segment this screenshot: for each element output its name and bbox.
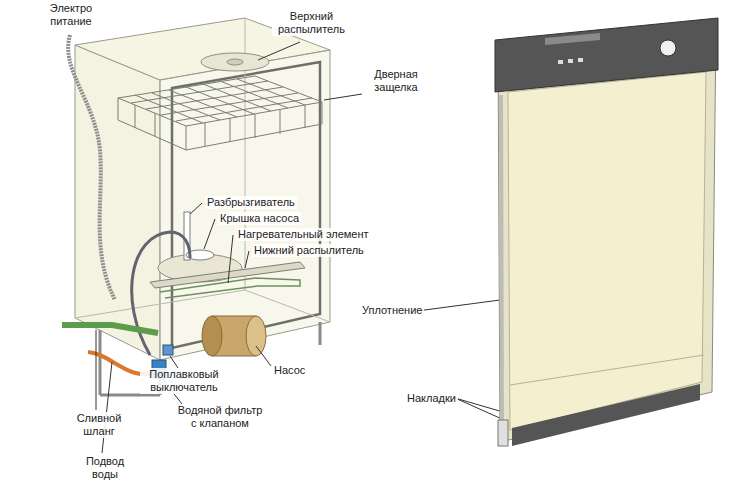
part-label: Подвод воды — [76, 455, 134, 481]
drain-hose — [62, 325, 158, 333]
control-button — [568, 59, 573, 63]
kick-plate — [512, 384, 700, 446]
door-handle — [545, 33, 600, 45]
power-cord — [68, 35, 115, 300]
control-button — [578, 58, 583, 62]
part-label: Верхний распылитель — [272, 10, 351, 36]
dish-basket — [118, 76, 322, 150]
cabinet-side — [75, 45, 160, 360]
control-button — [558, 60, 563, 64]
door-frame — [172, 62, 320, 348]
door-seal — [501, 95, 502, 430]
part-label: Насос — [272, 364, 307, 377]
part-label: Дверная защелка — [364, 68, 428, 94]
float-switch — [163, 345, 173, 355]
part-label: Нагревательный элемент — [236, 228, 371, 241]
control-panel — [495, 18, 718, 92]
part-label: Электро питание — [44, 2, 98, 28]
control-knob — [660, 40, 676, 56]
part-label: Крышка насоса — [218, 212, 301, 225]
upper-spray-arm — [201, 53, 269, 71]
lower-spray-arm — [150, 262, 305, 288]
part-label: Уплотнение — [360, 304, 424, 317]
part-label: Накладки — [405, 392, 458, 405]
part-label: Сливной шланг — [68, 412, 130, 438]
loop-hose — [132, 232, 190, 355]
leader-lines — [96, 42, 522, 453]
cabinet-bottom-edge — [75, 290, 245, 318]
dishwasher-cabinet — [75, 18, 330, 395]
part-label: Разбрызгиватель — [205, 196, 297, 209]
part-label: Поплавковый выключатель — [140, 368, 228, 394]
panel-seam — [510, 355, 704, 385]
dishwasher-door — [495, 18, 718, 446]
pump-motor — [202, 316, 266, 356]
door-hinge — [498, 420, 508, 446]
part-label: Нижний распылитель — [252, 244, 366, 257]
heating-element — [160, 278, 300, 298]
part-label: Водяной фильтр с клапаном — [172, 404, 268, 430]
